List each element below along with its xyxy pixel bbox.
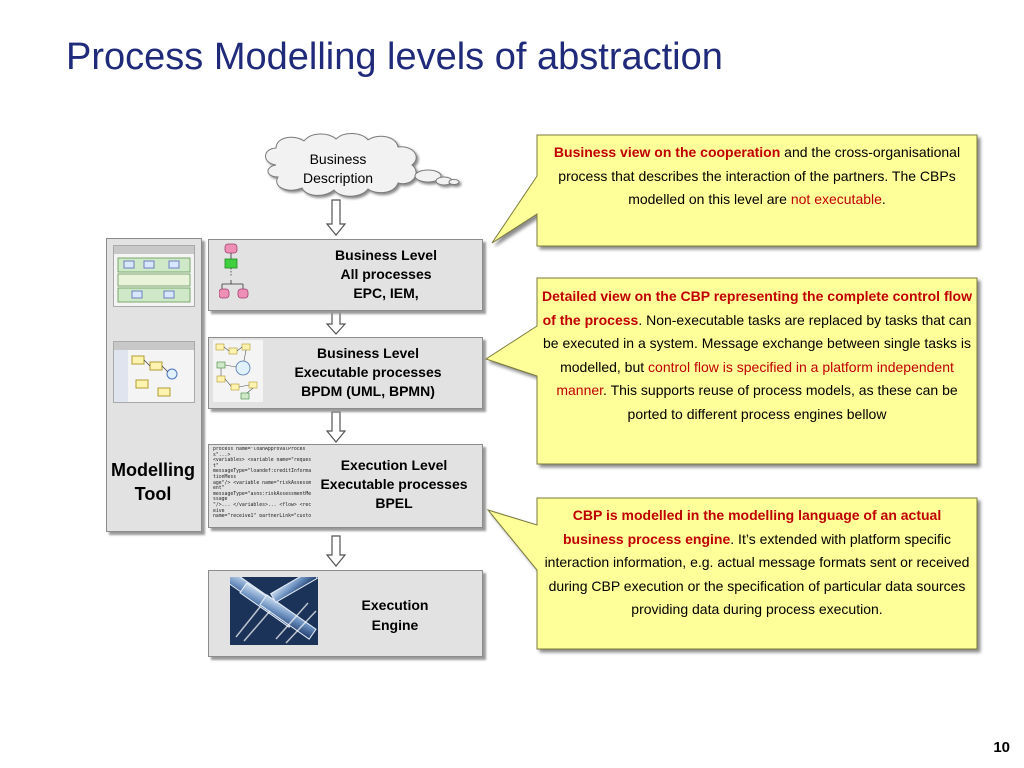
- tool-screenshot-1: [113, 245, 195, 307]
- execution-level-box: [208, 444, 483, 528]
- executable-business-level-label: Business Level Executable processes BPDM…: [294, 345, 442, 399]
- process-diagram-icon: [219, 243, 249, 299]
- callout-bottom-shape: [486, 497, 978, 650]
- gears-image: [230, 577, 318, 645]
- page-number: 10: [993, 739, 1010, 756]
- code-line: messageType="loandef:creditInformationMe…: [213, 469, 312, 480]
- callout-middle-text: Detailed view on the CBP representing th…: [542, 288, 972, 422]
- slide-title: Process Modelling levels of abstraction: [66, 36, 723, 78]
- business-description-label: Business Description: [302, 151, 374, 186]
- code-line: name="receive1" partnerLink="customer": [213, 514, 312, 517]
- thought-cloud-shape: [265, 133, 460, 197]
- down-arrow-icon: [326, 199, 346, 236]
- callout-top-text: Business view on the cooperation and the…: [553, 144, 961, 207]
- execution-engine-label: Execution Engine: [361, 597, 429, 633]
- code-line: messageType="asns:riskAssessmentMessage: [213, 491, 312, 503]
- callout-top-shape: [491, 134, 978, 247]
- bpel-code-snippet: process name="loanApprovalProcess"...><v…: [213, 447, 313, 517]
- code-line: "/>... </variables>... <flow> <receive: [213, 502, 312, 514]
- modelling-tool-label: Modelling Tool: [111, 460, 195, 504]
- callout-middle-shape: [484, 277, 978, 465]
- execution-level-label: Execution Level Executable processes BPE…: [320, 457, 468, 511]
- code-line: <variables> <variable name="request": [213, 458, 312, 469]
- tool-screenshot-2: [113, 341, 195, 403]
- down-arrow-icon: [326, 311, 346, 335]
- business-level-box: [208, 239, 483, 311]
- business-level-label: Business Level All processes EPC, IEM,: [335, 247, 437, 301]
- code-line: process name="loanApprovalProcess"...>: [213, 447, 306, 458]
- down-arrow-icon: [326, 535, 346, 567]
- code-line: age"/> <variable name="riskAssessment": [213, 480, 312, 492]
- callout-bottom-text: CBP is modelled in the modelling languag…: [544, 507, 970, 617]
- bpmn-diagram-icon: [213, 340, 263, 402]
- down-arrow-icon: [326, 411, 346, 443]
- modelling-tool-box: [106, 238, 202, 532]
